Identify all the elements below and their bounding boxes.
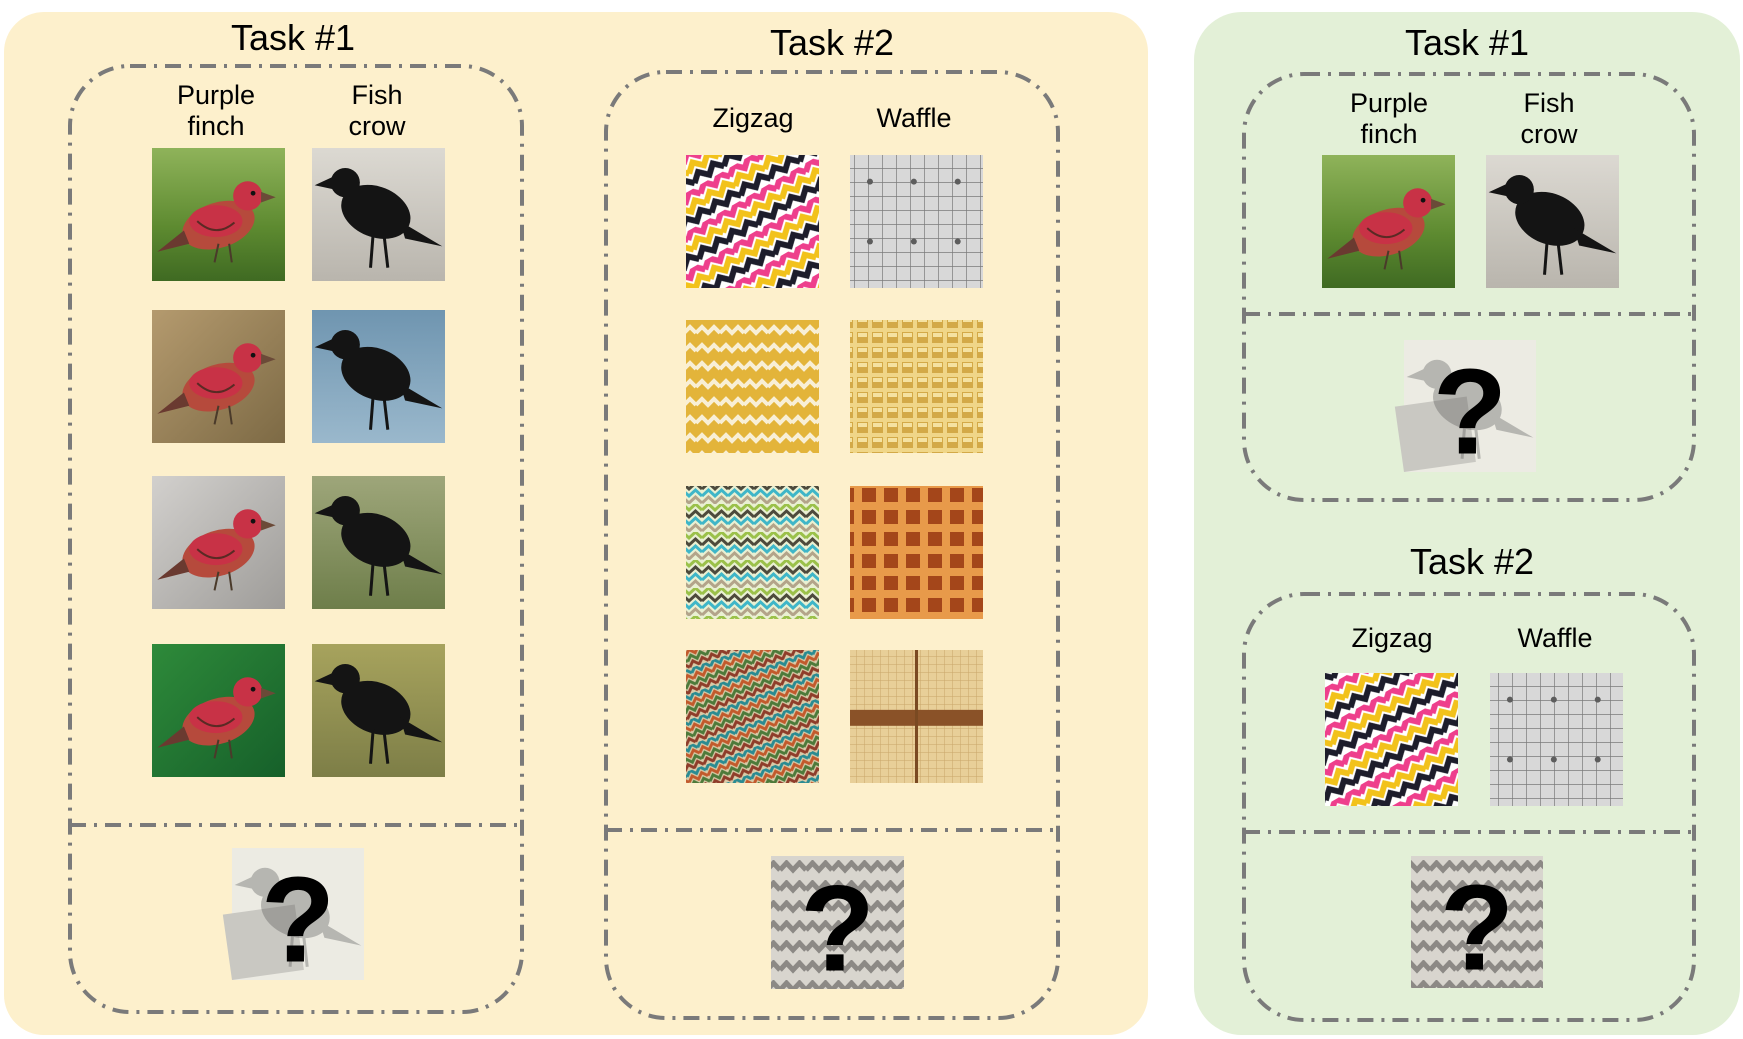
right-task-2-frame (1242, 592, 1696, 1022)
left-task-2-frame (604, 70, 1060, 1020)
support-image-zigzag-colorful (686, 155, 819, 288)
support-image-crow (312, 644, 445, 777)
question-mark: ? (1433, 344, 1507, 480)
support-image-crow (312, 310, 445, 443)
support-image-finch (152, 644, 285, 777)
support-image-crow (312, 476, 445, 609)
class-label-2: Waffle (1517, 623, 1592, 653)
support-image-crow (1486, 155, 1619, 288)
support-image-waffle-grid (850, 155, 983, 288)
right-task-1-frame (1242, 72, 1696, 502)
support-image-zigzag-green (686, 486, 819, 619)
query-image: ? (222, 848, 364, 988)
support-image-zigzag-yellow (686, 320, 819, 453)
support-image-finch (152, 148, 285, 281)
left-task-1-frame (68, 64, 524, 1014)
left-task-1-title: Task #1 (231, 17, 355, 58)
support-image-waffle-yellow (850, 320, 983, 453)
support-image-finch (1322, 155, 1455, 288)
support-image-waffle-brown (850, 486, 983, 619)
right-task-2-title: Task #2 (1410, 541, 1534, 582)
support-image-zigzag-colorful (1325, 673, 1458, 806)
class-label-1: Zigzag (712, 103, 793, 133)
support-image-crow (312, 148, 445, 281)
support-image-finch (152, 310, 285, 443)
class-label-1: Zigzag (1351, 623, 1432, 653)
support-image-finch (152, 476, 285, 609)
support-image-zigzag-multi (686, 650, 819, 783)
question-mark: ? (800, 859, 875, 996)
query-image: ? (1411, 856, 1543, 996)
question-mark: ? (261, 852, 335, 988)
query-image: ? (1394, 340, 1536, 480)
right-task-1-title: Task #1 (1405, 22, 1529, 63)
query-image: ? (771, 856, 904, 996)
question-mark: ? (1440, 860, 1514, 996)
class-label-2: Waffle (876, 103, 951, 133)
left-task-2-title: Task #2 (770, 22, 894, 63)
support-image-waffle-grid (1490, 673, 1623, 806)
support-image-waffle-wafer (850, 650, 983, 783)
